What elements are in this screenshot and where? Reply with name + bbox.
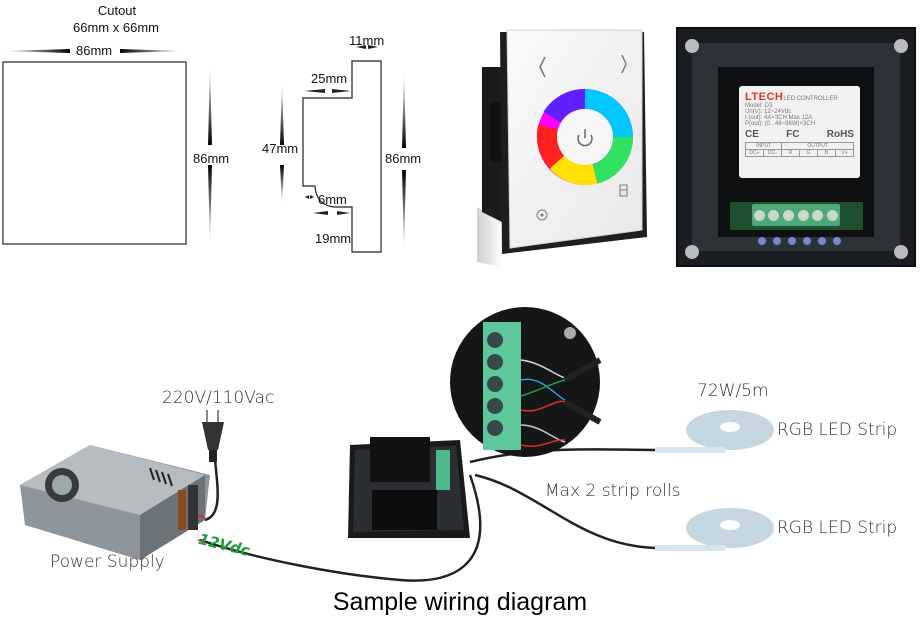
screw (685, 245, 699, 259)
ce-mark: CE (745, 129, 759, 140)
height-arrow-bottom (208, 165, 212, 246)
terminal-cell: DC- (764, 150, 782, 156)
terminal-cell: V+ (841, 150, 848, 156)
strip-cable-1 (469, 448, 661, 464)
fc-mark: FC (786, 129, 800, 140)
strip-cable-2 (474, 473, 661, 550)
chevron-left-icon[interactable] (539, 56, 546, 78)
screw (685, 39, 699, 53)
screw (894, 245, 908, 259)
terminal-zoom-inset (450, 307, 602, 457)
strip-label-1: RGB LED Strip (777, 420, 898, 440)
terminal-cell: R (782, 150, 800, 156)
power-supply-label: Power Supply (50, 552, 165, 572)
width-arrow-right (120, 49, 185, 53)
chevron-right-icon[interactable] (621, 54, 627, 74)
front-width-label: 86mm (76, 43, 113, 58)
front-height-label: 86mm (193, 151, 230, 166)
width-arrow-left (2, 49, 70, 53)
spec-label: LTECHLED CONTROLLER Model: D3 Un(V): 12~… (739, 86, 860, 178)
terminal-cell: DC+ (746, 150, 764, 156)
side-step-top-label: 25mm (311, 71, 348, 86)
product-name: LED CONTROLLER (783, 96, 838, 102)
terminal-cell: G (800, 150, 818, 156)
side-dimension-drawing (280, 45, 406, 253)
brand-logo: LTECH (745, 91, 784, 103)
side-body-height-label: 47mm (262, 141, 299, 156)
led-indicators (758, 237, 841, 245)
spec-line: Un(V): 12~24Vdc (745, 109, 792, 115)
wired-controller (348, 437, 470, 538)
front-dimension-drawing (2, 49, 212, 246)
max-strips-note: Max 2 strip rolls (545, 481, 681, 501)
strip-power-label: 72W/5m (697, 381, 769, 401)
side-outline (302, 60, 382, 253)
controller-back: LTECHLED CONTROLLER Model: D3 Un(V): 12~… (676, 27, 916, 267)
power-icon[interactable] (577, 129, 593, 147)
led-strip-roll-2 (655, 508, 774, 551)
strip-label-2: RGB LED Strip (777, 518, 898, 538)
side-step-bottom-label: 19mm (315, 231, 352, 246)
side-corner-label: 6mm (318, 192, 347, 207)
terminal-block (730, 202, 863, 230)
table-group-output: OUTPUT (807, 143, 828, 149)
height-arrow-top (208, 62, 212, 145)
screw (894, 39, 908, 53)
side-total-height-label: 86mm (385, 151, 422, 166)
cutout-size: 66mm x 66mm (73, 20, 159, 35)
spec-line: I (out): 4A×3CH Max 12A (745, 115, 813, 121)
led-strip-roll-1 (655, 410, 774, 453)
terminal-cell: B (818, 150, 836, 156)
power-supply-unit (20, 445, 210, 560)
mains-cable (204, 459, 219, 522)
dc-cable (199, 474, 482, 582)
mains-voltage-label: 220V/110Vac (162, 388, 275, 408)
touch-panel-front (477, 29, 647, 267)
table-group-input: INPUT (746, 143, 783, 149)
wiring-diagram (20, 307, 774, 582)
front-outline (2, 61, 187, 245)
rohs-mark: RoHS (826, 129, 854, 140)
spec-line: P(out): (0...48~96W)×3CH (745, 121, 816, 127)
fan-icon[interactable] (536, 209, 548, 221)
switch-icon[interactable] (619, 184, 628, 197)
spec-line: Model: D3 (745, 103, 773, 109)
diagram-caption: Sample wiring diagram (332, 588, 588, 616)
mains-plug-icon (202, 410, 224, 462)
side-depth-top-label: 11mm (349, 33, 385, 48)
cutout-title: Cutout (97, 3, 137, 18)
